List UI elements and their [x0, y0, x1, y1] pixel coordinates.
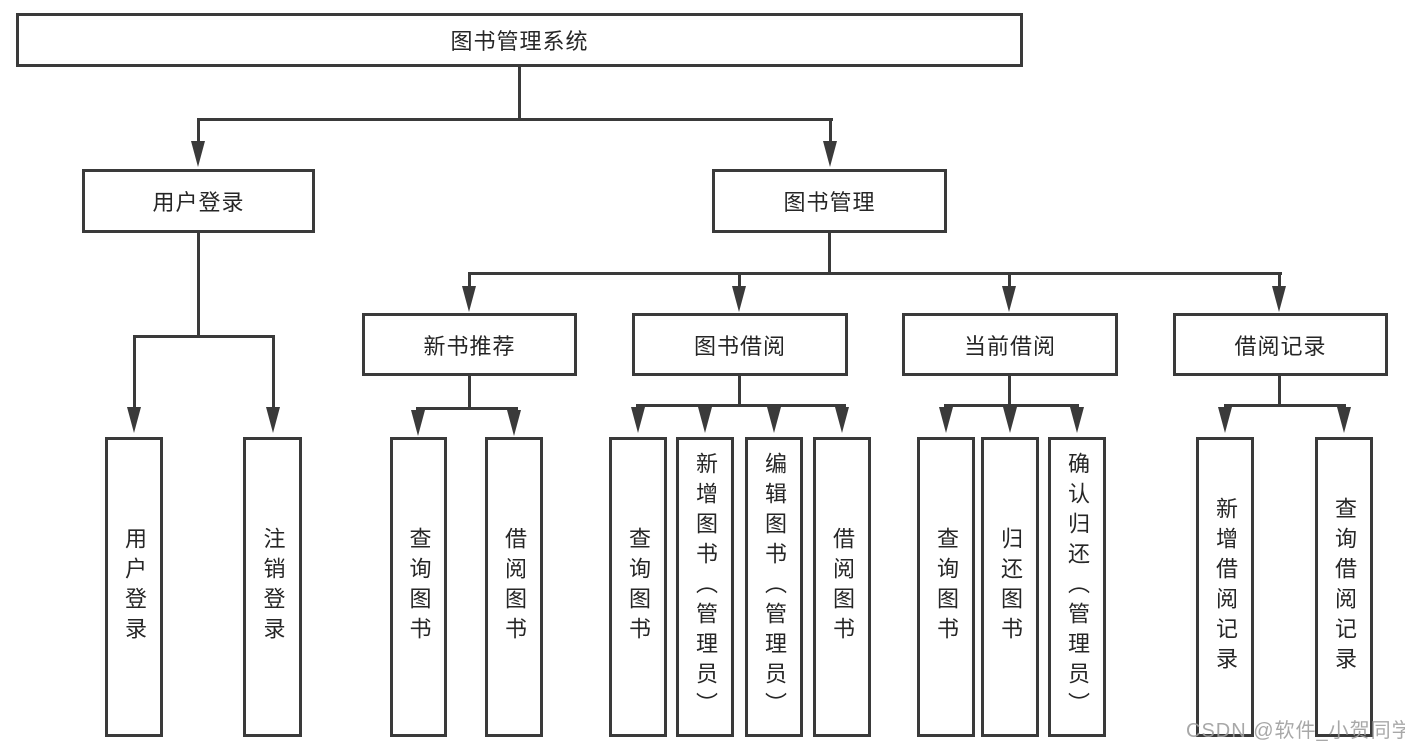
- arrowhead-down-icon: [835, 407, 849, 433]
- leaf-query-books-current: 查询图书: [917, 437, 975, 737]
- connector-segment: [468, 272, 471, 288]
- connector-segment: [828, 233, 831, 275]
- connector-segment: [1278, 272, 1281, 288]
- connector-segment: [468, 376, 471, 410]
- arrowhead-down-icon: [1337, 407, 1351, 433]
- leaf-label: 借阅图书: [502, 527, 527, 647]
- csdn-watermark: CSDN @软件_小贺同学: [1186, 720, 1405, 742]
- leaf-label: 查询图书: [626, 527, 651, 647]
- arrowhead-down-icon: [191, 141, 205, 167]
- connector-segment: [1008, 376, 1011, 407]
- arrowhead-down-icon: [1218, 407, 1232, 433]
- arrowhead-down-icon: [462, 286, 476, 312]
- node-label: 图书借阅: [693, 333, 786, 359]
- leaf-logout: 注销登录: [243, 437, 302, 737]
- connector-segment: [636, 404, 846, 407]
- leaf-query-borrow-record: 查询借阅记录: [1315, 437, 1373, 737]
- arrowhead-down-icon: [767, 407, 781, 433]
- leaf-label: 查询图书: [406, 527, 432, 647]
- connector-segment: [1008, 272, 1011, 288]
- arrowhead-down-icon: [823, 141, 837, 167]
- node-book-management: 图书管理: [712, 169, 947, 233]
- leaf-label: 查询图书: [934, 527, 959, 647]
- node-label: 借阅记录: [1234, 333, 1327, 359]
- leaf-label: 新增借阅记录: [1213, 497, 1238, 677]
- arrowhead-down-icon: [127, 407, 141, 433]
- leaf-add-borrow-record: 新增借阅记录: [1196, 437, 1254, 737]
- arrowhead-down-icon: [1070, 407, 1084, 433]
- leaf-user-login: 用户登录: [105, 437, 163, 737]
- node-label: 用户登录: [152, 190, 245, 215]
- connector-segment: [468, 272, 1282, 275]
- connector-segment: [197, 118, 833, 121]
- arrowhead-down-icon: [1272, 286, 1286, 312]
- arrowhead-down-icon: [1002, 286, 1016, 312]
- arrowhead-down-icon: [939, 407, 953, 433]
- leaf-confirm-return-admin: 确认归还（管理员）: [1048, 437, 1106, 737]
- leaf-return-books: 归还图书: [981, 437, 1039, 737]
- connector-segment: [416, 407, 518, 410]
- connector-segment: [197, 233, 200, 338]
- connector-segment: [944, 404, 1079, 407]
- connector-segment: [133, 335, 275, 338]
- node-label: 新书推荐: [423, 333, 516, 359]
- node-borrowing-records: 借阅记录: [1173, 313, 1388, 376]
- leaf-label: 用户登录: [122, 527, 147, 647]
- leaf-borrow-books-borrowing: 借阅图书: [813, 437, 871, 737]
- arrowhead-down-icon: [411, 410, 425, 436]
- arrowhead-down-icon: [507, 410, 521, 436]
- leaf-label: 新增图书（管理员）: [693, 452, 718, 722]
- arrowhead-down-icon: [698, 407, 712, 433]
- leaf-borrow-books-recommend: 借阅图书: [485, 437, 543, 737]
- connector-segment: [829, 118, 832, 144]
- node-current-borrowing: 当前借阅: [902, 313, 1118, 376]
- connector-segment: [518, 67, 521, 120]
- arrowhead-down-icon: [266, 407, 280, 433]
- leaf-edit-books-admin: 编辑图书（管理员）: [745, 437, 803, 737]
- connector-segment: [272, 335, 275, 409]
- leaf-query-books-recommend: 查询图书: [390, 437, 447, 737]
- leaf-label: 归还图书: [998, 527, 1023, 647]
- connector-segment: [738, 272, 741, 288]
- connector-segment: [197, 118, 200, 144]
- arrowhead-down-icon: [1003, 407, 1017, 433]
- connector-segment: [133, 335, 136, 409]
- leaf-label: 编辑图书（管理员）: [762, 452, 787, 722]
- node-library-management-system: 图书管理系统: [16, 13, 1023, 67]
- leaf-query-books-borrowing: 查询图书: [609, 437, 667, 737]
- connector-segment: [1224, 404, 1346, 407]
- node-new-book-recommendation: 新书推荐: [362, 313, 577, 376]
- node-label: 当前借阅: [963, 333, 1056, 359]
- leaf-add-books-admin: 新增图书（管理员）: [676, 437, 734, 737]
- node-book-borrowing: 图书借阅: [632, 313, 848, 376]
- connector-segment: [738, 376, 741, 407]
- leaf-label: 注销登录: [260, 527, 286, 647]
- leaf-label: 查询借阅记录: [1332, 497, 1357, 677]
- node-label: 图书管理系统: [450, 29, 589, 54]
- leaf-label: 确认归还（管理员）: [1065, 452, 1090, 722]
- node-user-login: 用户登录: [82, 169, 315, 233]
- connector-segment: [1278, 376, 1281, 407]
- leaf-label: 借阅图书: [830, 527, 855, 647]
- node-label: 图书管理: [783, 190, 876, 215]
- arrowhead-down-icon: [732, 286, 746, 312]
- arrowhead-down-icon: [631, 407, 645, 433]
